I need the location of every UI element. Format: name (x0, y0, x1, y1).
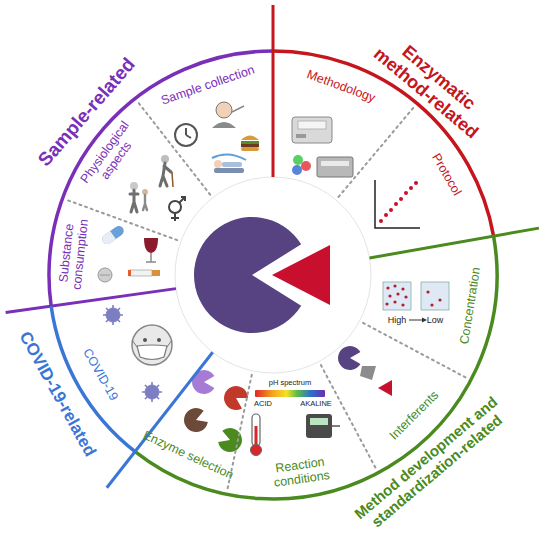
ring-arc (135, 236, 497, 499)
concentration-panels (383, 282, 449, 323)
masked-face-icon (132, 325, 172, 365)
capsule-icon (100, 224, 125, 246)
sector-divider (107, 352, 213, 488)
ph-bar (255, 390, 325, 397)
sector-title: Sample-related (34, 55, 139, 172)
ring-arc (51, 306, 135, 451)
instrument-icon (292, 117, 332, 143)
sub-divider (138, 102, 211, 195)
sub-sector-label: Protocol (429, 152, 464, 199)
sector-title: Method development and standardization-r… (343, 386, 521, 543)
illustration-label: AKALINE (300, 400, 332, 408)
sub-sector-label: Concentration (458, 267, 484, 346)
sub-divider (339, 106, 415, 196)
pill-icon (98, 268, 112, 282)
interferent-icon (338, 346, 392, 396)
substrate-triangle (272, 245, 330, 305)
sector-title: Enzymatic method-related (358, 19, 506, 152)
illustration-label: pH spectrum (269, 379, 312, 387)
sub-sector-label: Interferents (387, 389, 441, 443)
clock-icon (175, 124, 197, 146)
sub-divider (321, 365, 376, 469)
sector-divider (272, 5, 275, 177)
plate-reader-icon (317, 157, 353, 177)
sub-sector-label: Sample collection (159, 63, 256, 108)
gender-symbol (169, 197, 185, 221)
cigarette-icon (128, 270, 160, 276)
sub-sector-label: COVID-19 (79, 346, 120, 403)
sub-sector-label: Substance consumption (55, 203, 93, 305)
standing-people-icon (130, 182, 148, 212)
center-disc (175, 177, 371, 373)
illustration-label: High (388, 316, 407, 325)
sub-sector-label: Methodology (305, 68, 377, 105)
sub-divider (66, 200, 177, 240)
wine-glass-icon (144, 238, 158, 262)
ring-arc (49, 51, 273, 306)
sector-divider (370, 228, 539, 258)
illustration-label: ACID (254, 400, 272, 408)
sub-sector-label: Reaction conditions (249, 452, 352, 493)
ring-arc (273, 51, 494, 236)
swab-person-icon (212, 102, 244, 128)
sector-divider (6, 289, 176, 313)
virus-icon (103, 305, 162, 402)
enzyme-variants (181, 370, 251, 455)
elderly-person-icon (160, 155, 173, 187)
illustration-label: Low (427, 316, 444, 325)
lying-patient-icon (212, 154, 246, 173)
color-circles-icon (292, 155, 311, 175)
burger-icon (241, 136, 259, 152)
sub-sector-label: Enzyme selection (141, 429, 236, 483)
sub-sector-label: Physiological aspects (71, 109, 152, 206)
sub-divider (227, 375, 252, 490)
calibration-plot (375, 180, 420, 228)
sector-title: COVID-19-related (15, 329, 99, 460)
ph-meter-icon (306, 414, 340, 438)
thermometer-icon (251, 414, 262, 456)
sub-divider (363, 323, 467, 378)
